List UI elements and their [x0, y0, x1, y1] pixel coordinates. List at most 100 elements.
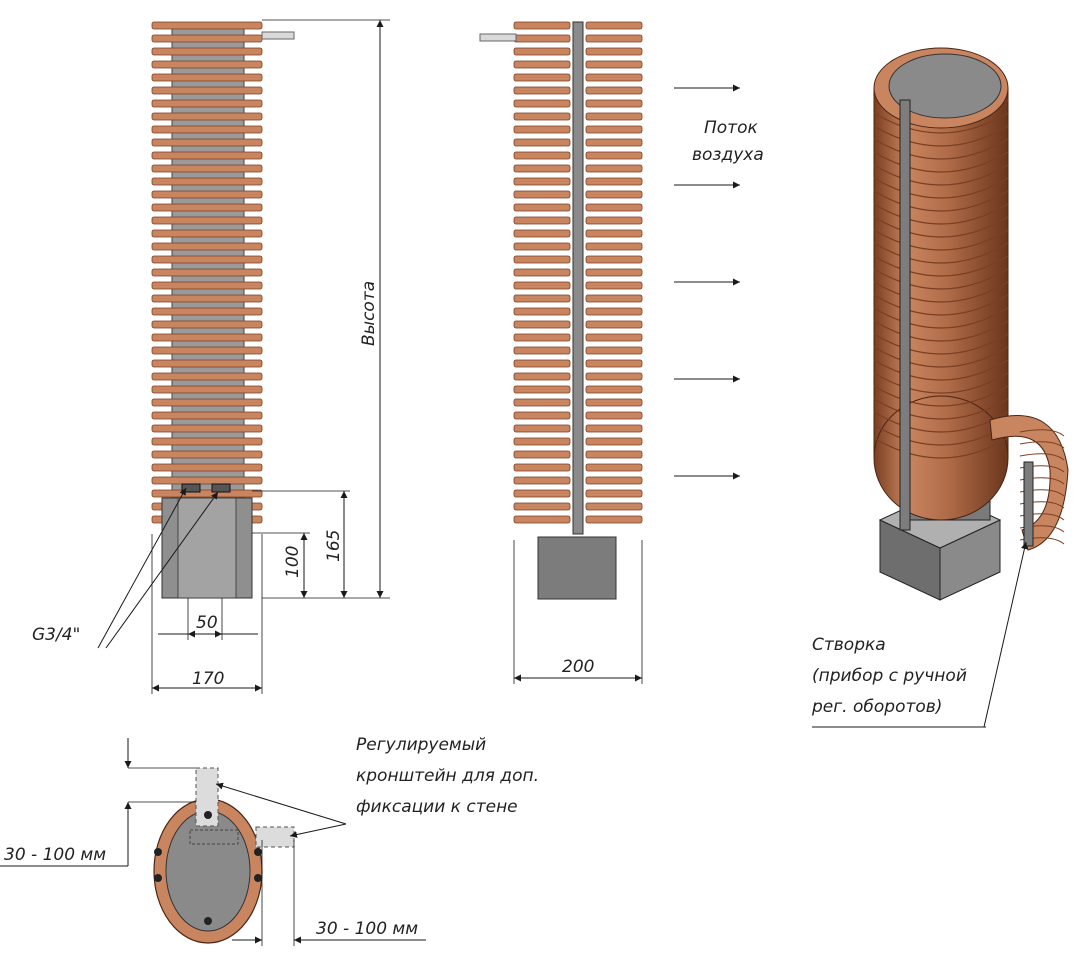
height-label: Высота — [359, 281, 379, 346]
side-slat — [513, 255, 571, 264]
top-bracket-right — [255, 826, 295, 848]
iso-ring — [873, 151, 1009, 173]
front-view — [151, 21, 295, 599]
side-slat — [513, 190, 571, 199]
side-slat — [585, 229, 643, 238]
front-slat — [151, 424, 263, 433]
iso-ring — [873, 307, 1009, 329]
side-pillar — [572, 21, 584, 535]
airflow-label-1: Поток — [704, 118, 758, 138]
side-slat — [585, 489, 643, 498]
side-slat — [513, 515, 571, 524]
front-slat — [151, 242, 263, 251]
bracket-label-1: Регулируемый — [356, 735, 486, 755]
side-slat — [585, 450, 643, 459]
iso-ring — [873, 372, 1009, 394]
front-slat — [151, 216, 263, 225]
iso-ring — [873, 177, 1009, 199]
iso-cap — [888, 53, 1002, 119]
iso-ring — [873, 229, 1009, 251]
bracket-label-3: фиксации к стене — [356, 797, 518, 817]
front-slat — [151, 476, 263, 485]
iso-ring — [873, 190, 1009, 212]
front-slat — [151, 294, 263, 303]
front-slat — [151, 164, 263, 173]
iso-ring — [873, 268, 1009, 290]
front-base-inner — [177, 497, 237, 599]
front-slat — [151, 203, 263, 212]
front-slat — [151, 489, 263, 498]
dim-100: 100 — [283, 546, 303, 578]
iso-ring — [873, 112, 1009, 134]
side-slat — [585, 125, 643, 134]
front-slat — [151, 333, 263, 342]
front-slat — [151, 86, 263, 95]
side-slat — [513, 476, 571, 485]
iso-ring — [873, 385, 1009, 407]
side-slat — [585, 320, 643, 329]
side-slat — [513, 203, 571, 212]
front-slat — [151, 346, 263, 355]
side-slat — [585, 203, 643, 212]
side-slat — [513, 229, 571, 238]
side-slat — [585, 398, 643, 407]
side-slat — [513, 164, 571, 173]
top-fixing-6 — [204, 811, 212, 819]
front-slat — [151, 112, 263, 121]
side-slat — [585, 47, 643, 56]
side-slat — [585, 86, 643, 95]
front-slat — [151, 385, 263, 394]
front-slat — [151, 463, 263, 472]
side-slats — [513, 21, 643, 524]
iso-ring — [873, 320, 1009, 342]
front-slat — [151, 411, 263, 420]
flap-label-3: рег. оборотов) — [811, 697, 942, 717]
side-slat — [513, 281, 571, 290]
side-slat — [585, 437, 643, 446]
front-slat — [151, 281, 263, 290]
side-slat — [513, 437, 571, 446]
side-slat — [513, 372, 571, 381]
iso-ring — [873, 216, 1009, 238]
airflow-arrows: Поток воздуха — [674, 84, 764, 480]
front-slat — [151, 21, 263, 30]
front-slat — [151, 177, 263, 186]
side-slat — [513, 242, 571, 251]
side-slat — [513, 320, 571, 329]
top-view — [153, 767, 295, 944]
front-slat — [151, 138, 263, 147]
front-slat — [151, 398, 263, 407]
side-slat — [513, 489, 571, 498]
side-slat — [585, 138, 643, 147]
top-bracket-up — [195, 767, 219, 827]
side-slat — [585, 177, 643, 186]
flap-ring — [1019, 429, 1065, 437]
side-dimensions: 200 — [513, 540, 643, 684]
side-slat — [513, 424, 571, 433]
gap-left-label: 30 - 100 мм — [4, 845, 106, 865]
wall-bracket-front — [261, 31, 295, 40]
top-dimensions: 30 - 100 мм 30 - 100 мм Регулируемый кро… — [0, 735, 539, 946]
side-slat — [585, 502, 643, 511]
side-slat — [585, 372, 643, 381]
front-slat — [151, 229, 263, 238]
iso-ring — [873, 346, 1009, 368]
front-slat — [151, 99, 263, 108]
side-slat — [513, 411, 571, 420]
side-slat — [585, 242, 643, 251]
iso-view — [873, 47, 1069, 601]
iso-ring — [873, 333, 1009, 355]
side-slat — [513, 359, 571, 368]
front-slat — [151, 34, 263, 43]
gap-right-label: 30 - 100 мм — [316, 919, 418, 939]
iso-ring — [873, 437, 1009, 459]
side-slat — [585, 411, 643, 420]
side-slat — [585, 515, 643, 524]
flap-ring — [1019, 441, 1065, 449]
side-slat — [585, 385, 643, 394]
front-slat — [151, 268, 263, 277]
flap-callout: Створка (прибор с ручной рег. оборотов) — [811, 541, 1028, 728]
front-dimensions: Высота 165 100 50 170 G3/4" — [32, 19, 390, 694]
dim-170: 170 — [192, 669, 224, 689]
side-slat — [585, 73, 643, 82]
